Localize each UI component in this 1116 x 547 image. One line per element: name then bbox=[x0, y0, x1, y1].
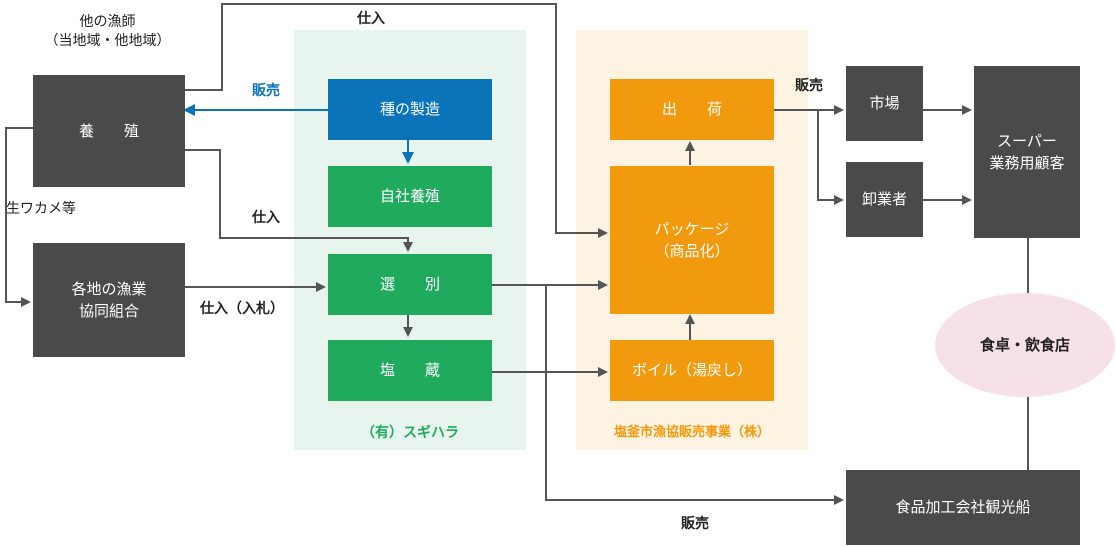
oroshi-box: 卸業者 bbox=[846, 162, 923, 237]
nama-wakame-line bbox=[5, 127, 33, 307]
shukka-oroshi-line bbox=[817, 110, 844, 205]
shukka-box: 出 荷 bbox=[610, 79, 774, 140]
enzo-box: 塩 蔵 bbox=[328, 340, 492, 401]
label-shiire-nyusatsu: 仕入（入札） bbox=[200, 301, 284, 317]
label-hanbai-blue: 販売 bbox=[252, 83, 280, 99]
tane-box: 種の製造 bbox=[328, 79, 492, 140]
super-box: スーパー 業務用顧客 bbox=[974, 66, 1080, 238]
label-shiire-top: 仕入 bbox=[357, 11, 385, 27]
senbetsu-box: 選 別 bbox=[328, 254, 492, 315]
panel-title-sugihara: （有）スギハラ bbox=[361, 425, 459, 441]
shiire-mid-line bbox=[185, 149, 413, 252]
shiire-top-line bbox=[185, 3, 608, 238]
jisha-box: 自社養殖 bbox=[328, 166, 492, 227]
shokutaku-oval: 食卓・飲食店 bbox=[935, 293, 1115, 397]
label-nama-wakame: 生ワカメ等 bbox=[6, 201, 76, 217]
hanbai-bottom-line bbox=[545, 285, 844, 505]
yoshoku-box: 養 殖 bbox=[33, 75, 185, 187]
label-hanbai-bottom: 販売 bbox=[681, 516, 709, 532]
top-left-note: 他の漁師 （当地域・他地域） bbox=[44, 14, 171, 49]
boil-box: ボイル（湯戻し） bbox=[610, 340, 774, 401]
label-shiire-mid: 仕入 bbox=[252, 210, 280, 226]
kanko-box: 食品加工会社観光船 bbox=[846, 470, 1080, 545]
ichiba-box: 市場 bbox=[846, 66, 923, 141]
panel-title-shiogama: 塩釜市漁協販売事業（株） bbox=[613, 425, 770, 440]
package-box: パッケージ （商品化） bbox=[610, 166, 774, 314]
kumiai-box: 各地の漁業 協同組合 bbox=[33, 243, 185, 357]
label-hanbai-right: 販売 bbox=[795, 78, 823, 94]
